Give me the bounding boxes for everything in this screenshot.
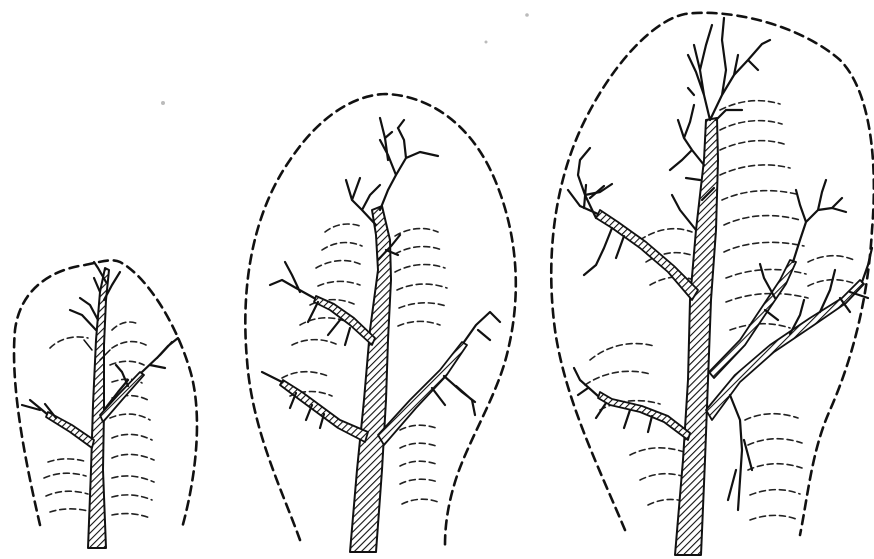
speck xyxy=(161,101,165,105)
large-trunk xyxy=(675,118,718,555)
speck xyxy=(525,13,529,17)
small-tree-panel xyxy=(14,260,197,548)
medium-tree-panel xyxy=(245,94,515,552)
large-tree-panel xyxy=(551,13,874,555)
medium-trunk xyxy=(350,206,391,552)
large-branches xyxy=(568,18,872,510)
speck xyxy=(485,41,488,44)
